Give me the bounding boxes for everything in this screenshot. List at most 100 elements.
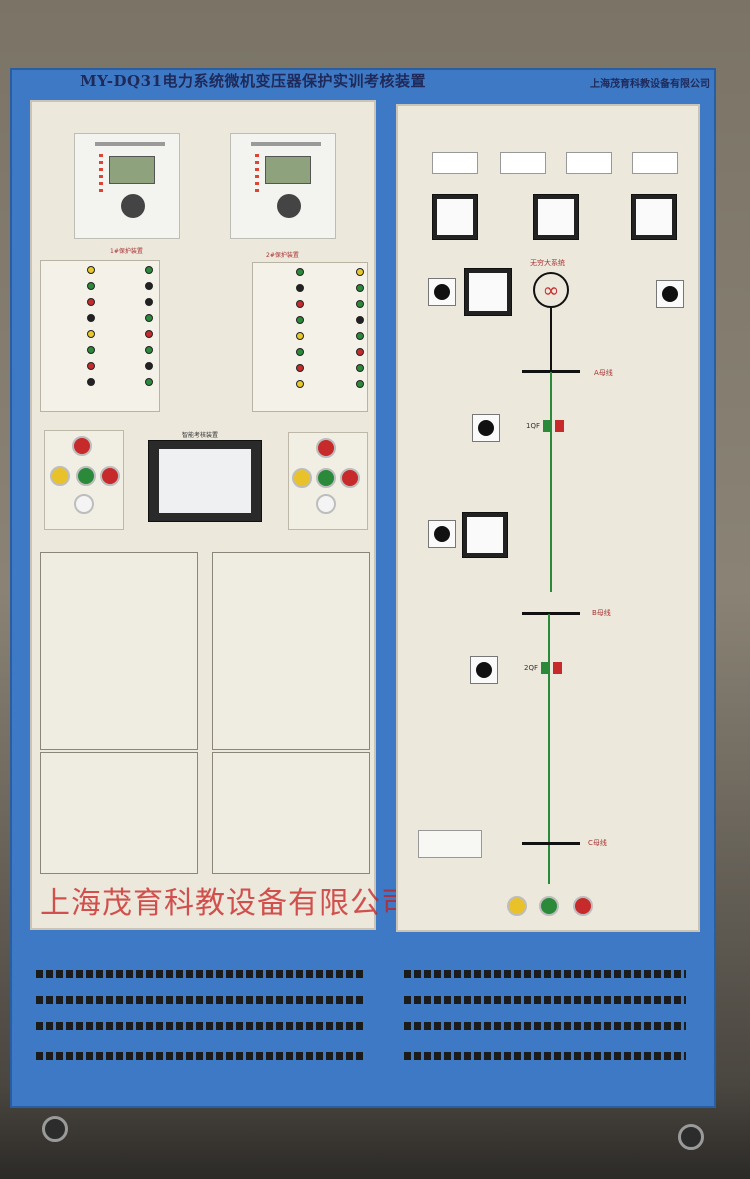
bus-b [522, 612, 580, 615]
green-button-1[interactable] [76, 466, 96, 486]
indicator-window-1 [432, 152, 478, 174]
relay-1-keypad[interactable] [121, 194, 145, 218]
selector-switch-2[interactable] [656, 280, 684, 308]
vent-slot [36, 1052, 366, 1060]
terminal-jack[interactable] [296, 284, 304, 292]
bus-b-label: B母线 [592, 609, 611, 617]
relay-2-label: 2#保护装置 [266, 252, 299, 259]
wiring-diagram-2 [212, 552, 370, 750]
terminal-jack[interactable] [87, 362, 95, 370]
terminal-jack[interactable] [296, 316, 304, 324]
terminal-jack[interactable] [145, 282, 153, 290]
indicator-window-2 [500, 152, 546, 174]
breaker-1-red-indicator [555, 420, 564, 432]
vent-slot [36, 1022, 366, 1030]
white-button-2[interactable] [316, 494, 336, 514]
relay-1-lcd [109, 156, 155, 184]
green-indicator-lamp [539, 896, 559, 916]
protection-relay-1[interactable] [74, 133, 180, 239]
terminal-block-1 [40, 260, 160, 412]
yellow-indicator-lamp [507, 896, 527, 916]
terminal-jack[interactable] [296, 380, 304, 388]
terminal-block-2 [252, 262, 368, 412]
bus-a [522, 370, 580, 373]
protection-relay-2[interactable] [230, 133, 336, 239]
bus-feeder-line [550, 308, 552, 370]
terminal-jack[interactable] [356, 300, 364, 308]
terminal-jack[interactable] [87, 298, 95, 306]
bus-c-label: C母线 [588, 839, 607, 847]
breaker-1-switch[interactable] [472, 414, 500, 442]
vent-slot [404, 970, 686, 978]
terminal-jack[interactable] [356, 348, 364, 356]
terminal-jack[interactable] [145, 362, 153, 370]
caster-wheel-left [42, 1116, 68, 1142]
relay-2-lcd [265, 156, 311, 184]
bus-c [522, 842, 580, 845]
terminal-jack[interactable] [356, 268, 364, 276]
stop-button-1[interactable] [72, 436, 92, 456]
terminal-jack[interactable] [356, 284, 364, 292]
circuit-breaker-module[interactable] [418, 830, 482, 858]
terminal-jack[interactable] [145, 298, 153, 306]
red-button-2[interactable] [340, 468, 360, 488]
terminal-jack[interactable] [296, 268, 304, 276]
wiring-diagram-3 [40, 752, 198, 874]
infinite-system-icon: ∞ [533, 272, 569, 308]
terminal-jack[interactable] [87, 378, 95, 386]
terminal-jack[interactable] [87, 346, 95, 354]
terminal-jack[interactable] [145, 314, 153, 322]
terminal-jack[interactable] [356, 332, 364, 340]
terminal-jack[interactable] [145, 330, 153, 338]
yellow-button-2[interactable] [292, 468, 312, 488]
yellow-button-1[interactable] [50, 466, 70, 486]
breaker-2-red-indicator [553, 662, 562, 674]
breaker-2-label: 2QF [524, 664, 538, 672]
relay-2-keypad[interactable] [277, 194, 301, 218]
terminal-jack[interactable] [296, 348, 304, 356]
caster-wheel-right [678, 1124, 704, 1150]
red-button-1[interactable] [100, 466, 120, 486]
relay-1-label: 1#保护装置 [110, 248, 143, 255]
cabinet-model-title: MY-DQ31电力系统微机变压器保护实训考核装置 [80, 72, 426, 90]
hmi-label: 智能考核装置 [182, 432, 219, 439]
breaker-2-switch[interactable] [470, 656, 498, 684]
breaker-1-label: 1QF [526, 422, 540, 430]
hmi-touchscreen[interactable] [148, 440, 262, 522]
terminal-jack[interactable] [87, 266, 95, 274]
bus-a-label: A母线 [594, 369, 613, 377]
terminal-jack[interactable] [145, 346, 153, 354]
green-button-2[interactable] [316, 468, 336, 488]
terminal-jack[interactable] [356, 364, 364, 372]
selector-switch-3[interactable] [428, 520, 456, 548]
ammeter-2 [533, 194, 579, 240]
terminal-jack[interactable] [87, 330, 95, 338]
cabinet-company-header: 上海茂育科教设备有限公司 [590, 79, 710, 90]
terminal-jack[interactable] [87, 314, 95, 322]
vent-slot [404, 996, 686, 1004]
vent-slot [404, 1052, 686, 1060]
vent-slot [404, 1022, 686, 1030]
terminal-jack[interactable] [296, 300, 304, 308]
terminal-jack[interactable] [145, 266, 153, 274]
voltmeter-2 [462, 512, 508, 558]
selector-switch-1[interactable] [428, 278, 456, 306]
terminal-jack[interactable] [296, 364, 304, 372]
stop-button-2[interactable] [316, 438, 336, 458]
white-button-1[interactable] [74, 494, 94, 514]
vent-slot [36, 970, 366, 978]
breaker-1-green-indicator [543, 420, 552, 432]
terminal-jack[interactable] [356, 380, 364, 388]
right-panel [396, 104, 700, 932]
wiring-diagram-4 [212, 752, 370, 874]
feeder-line-1 [550, 372, 552, 592]
terminal-jack[interactable] [145, 378, 153, 386]
terminal-jack[interactable] [87, 282, 95, 290]
feeder-line-2 [548, 614, 550, 884]
indicator-window-4 [632, 152, 678, 174]
hmi-screen[interactable] [159, 449, 251, 513]
wiring-diagram-1 [40, 552, 198, 750]
breaker-2-green-indicator [541, 662, 550, 674]
terminal-jack[interactable] [356, 316, 364, 324]
terminal-jack[interactable] [296, 332, 304, 340]
